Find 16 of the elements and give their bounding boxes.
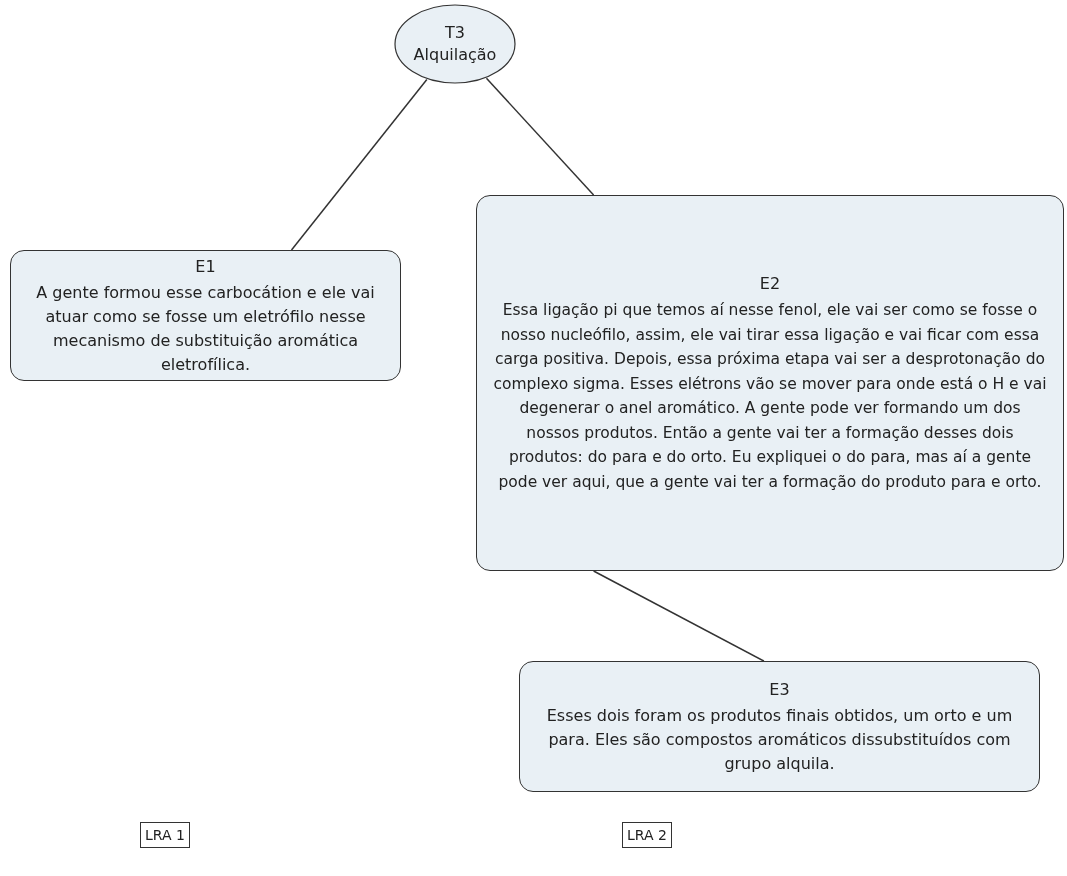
card-body-text: A gente formou esse carbocátion e ele vai atuar como se fosse um eletrófilo nesse mecanismo de substituição aromática eletrofílica. [35, 281, 376, 376]
connector-line [592, 570, 765, 662]
text-card [476, 195, 1064, 571]
tag-box: LRA 1 [140, 822, 190, 848]
tag-box: LRA 2 [622, 822, 672, 848]
card-heading: E3 [769, 678, 790, 701]
text-card [10, 250, 401, 381]
concept-code: T3 [445, 22, 465, 44]
connector-line [290, 78, 428, 251]
card-heading: E1 [195, 255, 216, 278]
card-heading: E2 [759, 273, 781, 295]
connector-line [485, 77, 595, 196]
card-body-text: Esses dois foram os produtos finais obtidos, um orto e um para. Eles são compostos aromáticos dissubstituídos com grupo alquila. [545, 704, 1014, 775]
concept-title: Alquilação [413, 44, 497, 66]
card-body-text: Essa ligação pi que temos aí nesse fenol, ele vai ser como se fosse o nosso nucleófilo, assim, ele vai tirar essa ligação e vai ficar com essa carga positiva. Depois, essa próxima etapa vai ser a desprotonação do complexo sigma. Esses elétrons vão se mover para onde está o H e vai degenerar o anel aromático. A gente pode ver formando um dos nossos produtos. Então a gente vai ter a formação desses dois produtos: do para e do orto. Eu expliquei o do para, mas aí a gente pode ver aqui, que a gente vai ter a formação do produto para e orto. [493, 300, 1047, 493]
text-card [519, 661, 1040, 792]
